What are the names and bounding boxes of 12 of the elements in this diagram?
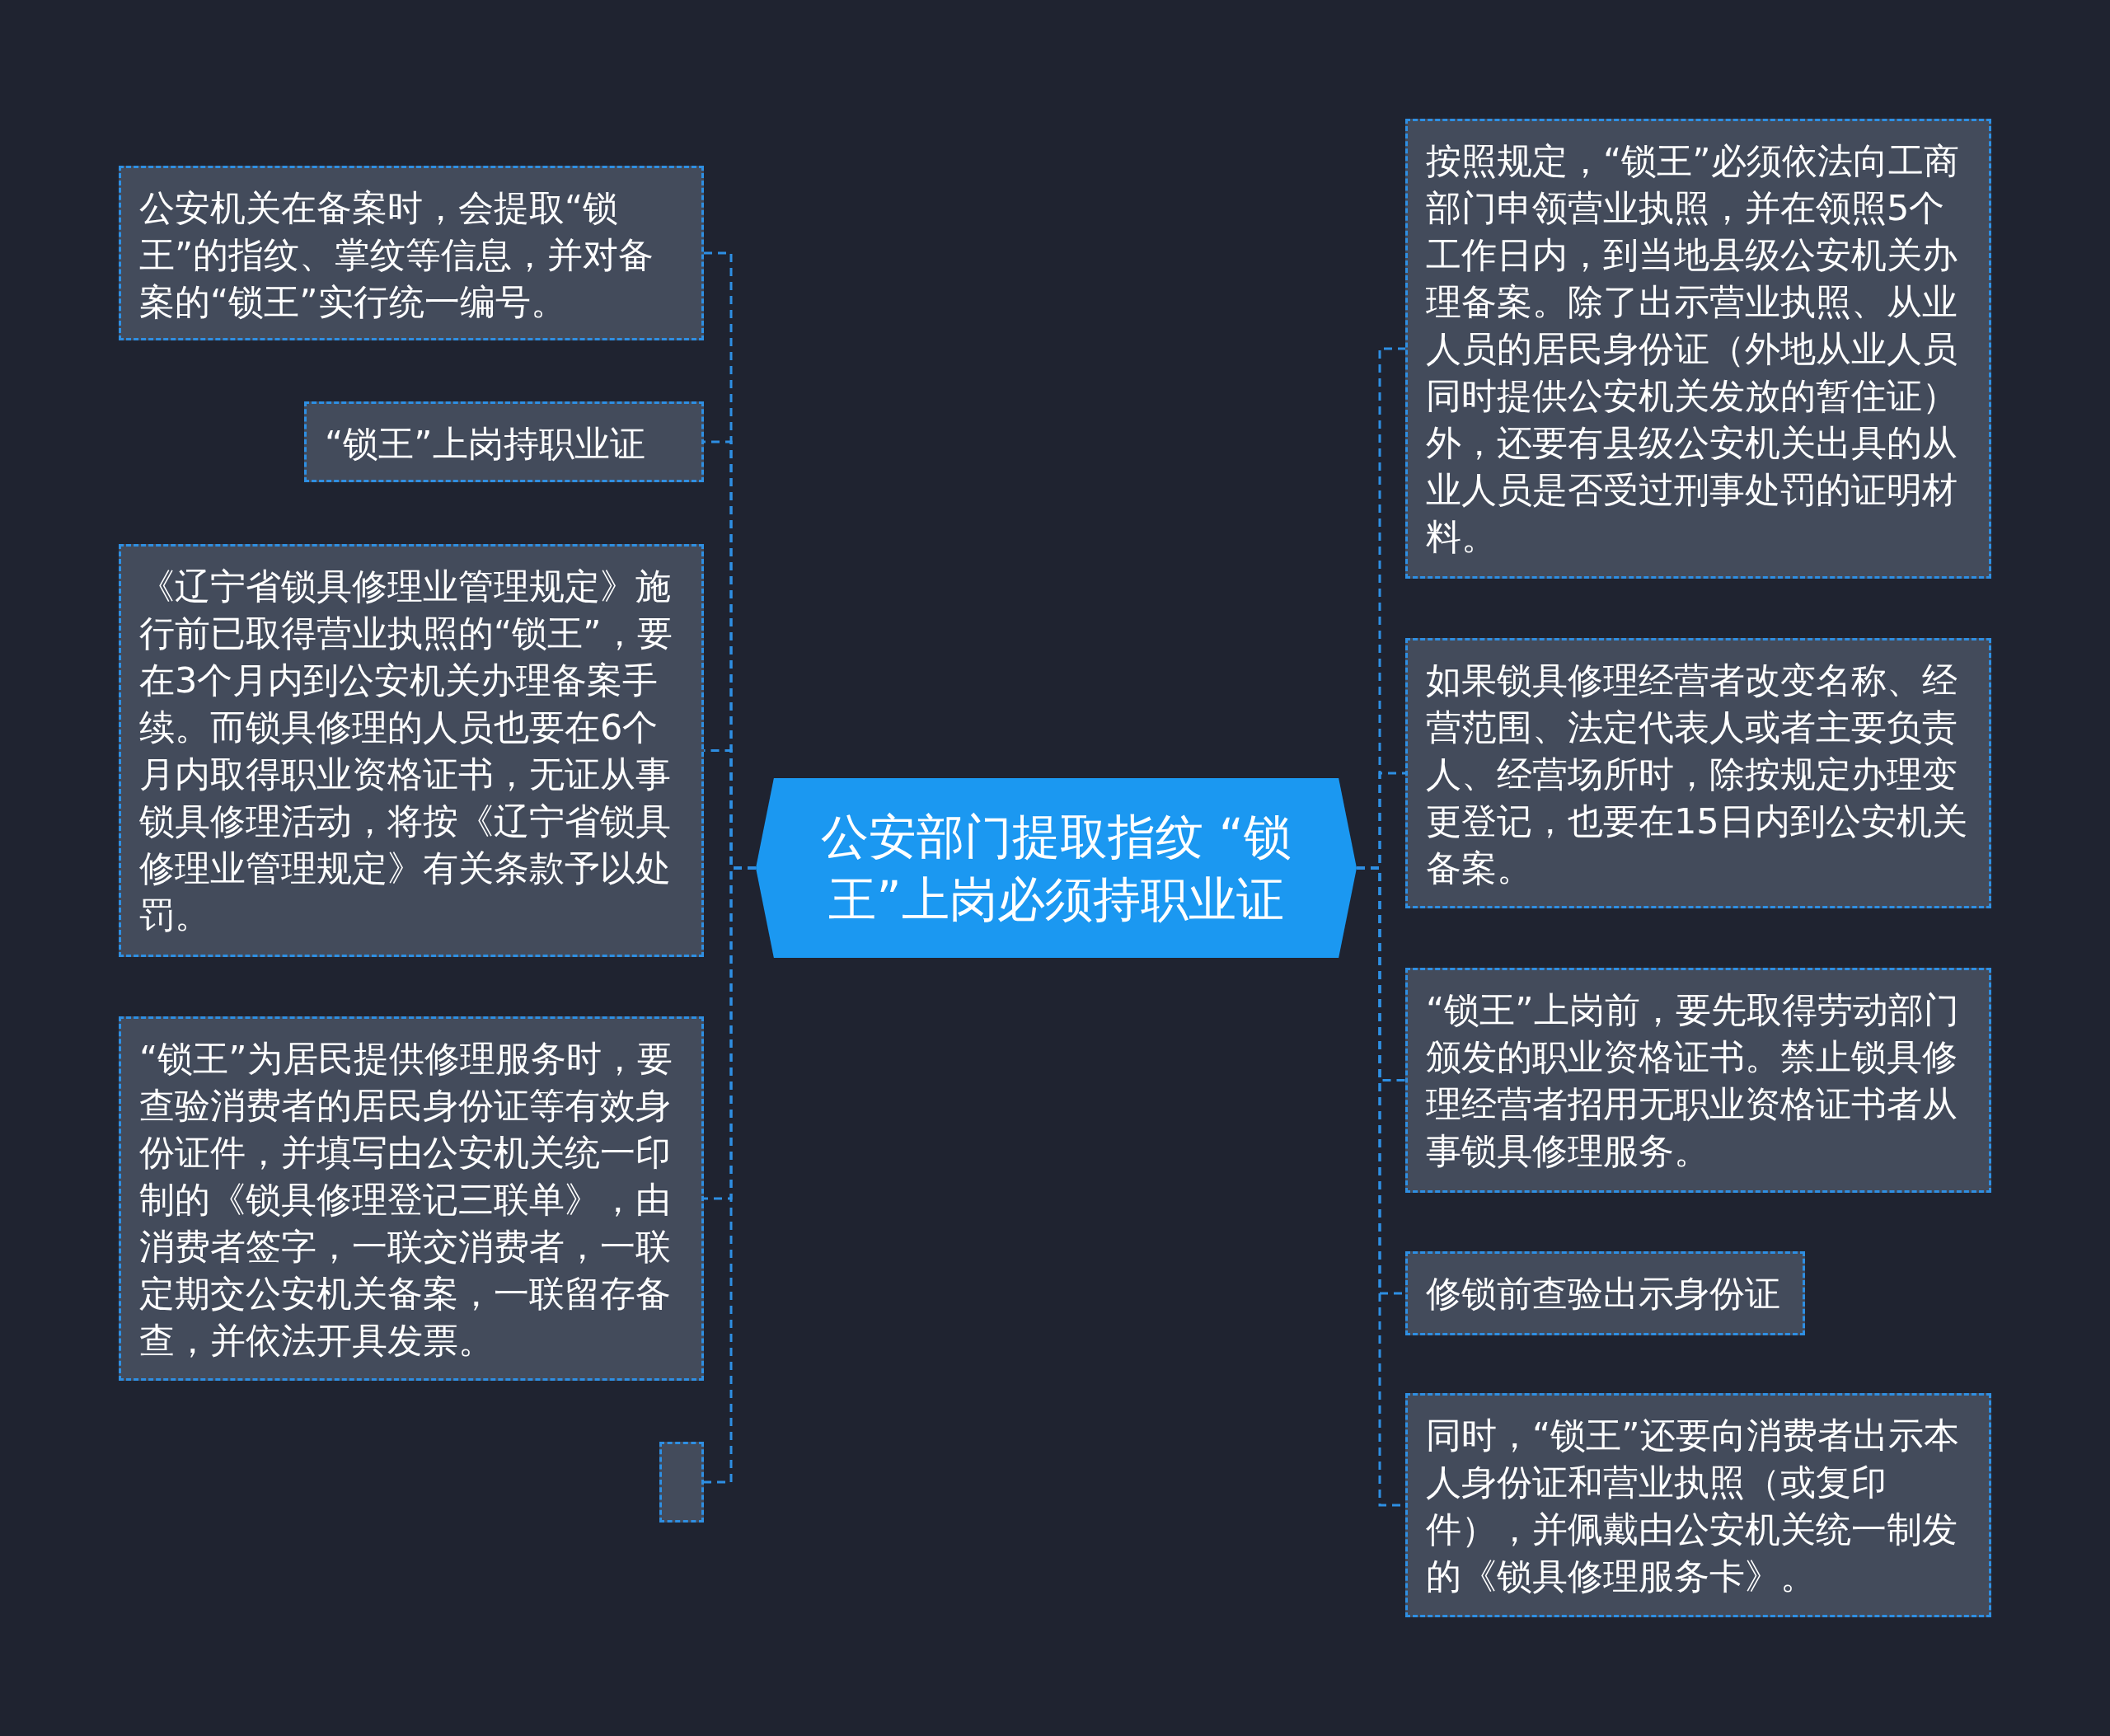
central-topic: 公安部门提取指纹 “锁王”上岗必须持职业证 xyxy=(756,778,1357,958)
topic-box: 同时，“锁王”还要向消费者出示本人身份证和营业执照（或复印件），并佩戴由公安机关统一制发的《锁具修理服务卡》。 xyxy=(1405,1393,1991,1617)
topic-box: “锁王”为居民提供修理服务时，要查验消费者的居民身份证等有效身份证件，并填写由公安机关统一印制的《锁具修理登记三联单》，由消费者签字，一联交消费者，一联定期交公安机关备案，一联留存备查，并依法开具发票。 xyxy=(119,1016,704,1381)
topic-box: 公安机关在备案时，会提取“锁王”的指纹、掌纹等信息，并对备案的“锁王”实行统一编号。 xyxy=(119,166,704,340)
topic-box: “锁王”上岗前，要先取得劳动部门颁发的职业资格证书。禁止锁具修理经营者招用无职业资格证书者从事锁具修理服务。 xyxy=(1405,968,1991,1193)
topic-box: “锁王”上岗持职业证 xyxy=(304,401,704,482)
connector-line xyxy=(704,866,756,1484)
topic-box: 修锁前查验出示身份证 xyxy=(1405,1251,1805,1335)
topic-box: 按照规定，“锁王”必须依法向工商部门申领营业执照，并在领照5个工作日内，到当地县级公安机关办理备案。除了出示营业执照、从业人员的居民身份证（外地从业人员同时提供公安机关发放的暂住证）外，还要有县级公安机关出具的从业人员是否受过刑事处罚的证明材料。 xyxy=(1405,119,1991,579)
topic-box: 《辽宁省锁具修理业管理规定》施行前已取得营业执照的“锁王”，要在3个月内到公安机关办理备案手续。而锁具修理的人员也要在6个月内取得职业资格证书，无证从事锁具修理活动，将按《辽宁省锁具修理业管理规定》有关条款予以处罚。 xyxy=(119,544,704,957)
empty-box xyxy=(659,1442,704,1523)
topic-box: 如果锁具修理经营者改变名称、经营范围、法定代表人或者主要负责人、经营场所时，除按规定办理变更登记，也要在15日内到公安机关备案。 xyxy=(1405,638,1991,908)
